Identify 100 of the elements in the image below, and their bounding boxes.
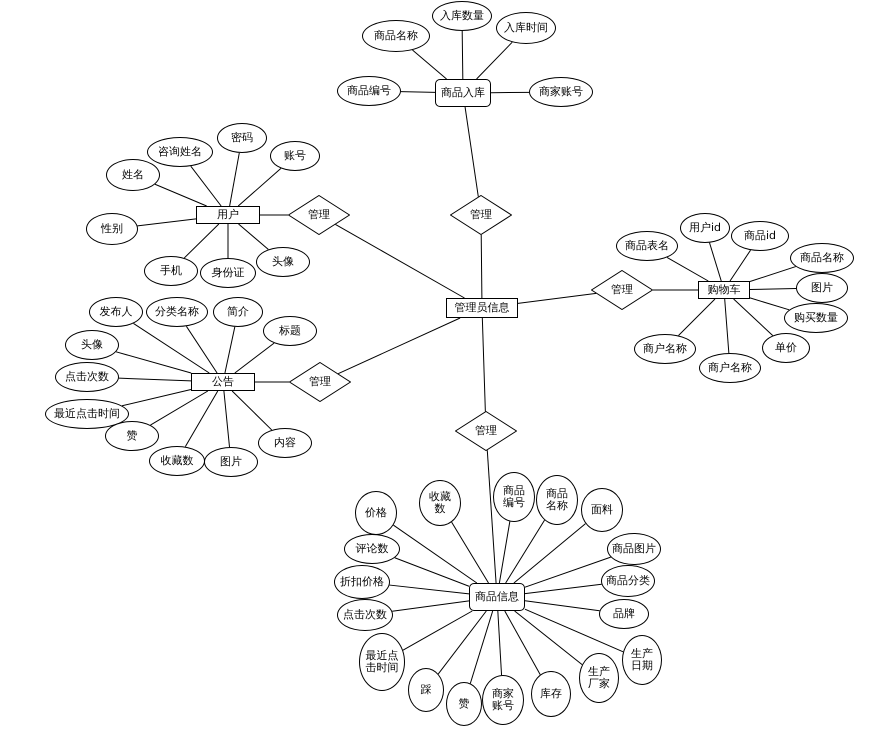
attribute-ellipse: 标题 [263,316,317,346]
attribute-ellipse: 入库时间 [496,12,556,44]
attribute-ellipse: 图片 [204,447,258,477]
connector-line [234,342,275,374]
connector-line [709,242,722,282]
attribute-ellipse: 商户名称 [699,353,761,383]
connector-line [750,288,797,290]
connector-line [438,610,487,674]
connector-line [389,584,470,594]
attribute-ellipse: 用户id [680,213,730,243]
entity-box: 商品信息 [469,583,525,611]
attribute-ellipse: 发布人 [89,297,143,327]
attribute-ellipse: 点击次数 [337,599,393,631]
connector-line [513,523,586,584]
connector-line [223,390,230,448]
attribute-ellipse: 最近点击时间 [359,633,405,691]
connector-line [462,30,464,80]
attribute-ellipse: 性别 [86,213,138,245]
attribute-ellipse: 商品编号 [493,472,535,522]
attribute-ellipse: 面料 [581,488,623,532]
attribute-ellipse: 库存 [531,671,571,717]
connector-line [229,152,240,206]
connector-line [122,389,192,406]
attribute-ellipse: 点击次数 [55,362,119,392]
attribute-ellipse: 购买数量 [784,303,848,333]
attribute-ellipse: 价格 [355,491,397,535]
entity-box: 购物车 [698,281,750,299]
connector-line [412,50,448,80]
attribute-ellipse: 商品编号 [337,76,401,106]
connector-line [400,91,436,93]
attribute-ellipse: 踩 [408,668,444,712]
attribute-ellipse: 赞 [105,421,159,451]
connector-line [190,166,222,206]
attribute-ellipse: 头像 [65,330,119,360]
connector-line [154,184,208,206]
connector-line [750,266,796,282]
connector-line [132,322,210,374]
attribute-ellipse: 密码 [217,123,267,153]
attribute-ellipse: 入库数量 [432,1,492,31]
attribute-ellipse: 简介 [213,297,263,327]
attribute-ellipse: 折扣价格 [334,565,390,599]
attribute-ellipse: 赞 [446,682,482,726]
attribute-ellipse: 身份证 [200,258,256,288]
connector-line [497,610,502,676]
connector-line [470,610,494,684]
connector-line [524,584,602,594]
connector-line [260,214,288,216]
attribute-ellipse: 商品图片 [607,533,661,565]
attribute-ellipse: 商家账号 [482,675,524,725]
attribute-ellipse: 商品名称 [362,20,430,52]
attribute-ellipse: 商户名称 [634,334,696,364]
connector-line [186,326,218,374]
attribute-ellipse: 生产日期 [622,635,662,685]
connector-line [498,521,510,584]
connector-line [118,378,192,382]
attribute-ellipse: 商品名称 [536,475,578,525]
attribute-ellipse: 账号 [270,141,320,171]
attribute-ellipse: 最近点击时间 [45,399,129,429]
connector-line [505,520,546,584]
connector-line [730,250,752,282]
entity-box: 管理员信息 [446,298,518,318]
attribute-ellipse: 收藏数 [149,446,205,476]
connector-line [518,292,597,304]
attribute-ellipse: 图片 [796,273,848,303]
connector-line [150,390,208,426]
attribute-ellipse: 评论数 [344,534,400,564]
attribute-ellipse: 商品id [731,221,789,251]
attribute-ellipse: 内容 [258,428,312,458]
attribute-ellipse: 商品名称 [790,243,854,273]
connector-line [392,600,470,612]
connector-line [524,608,624,652]
attribute-ellipse: 商家账号 [529,77,593,107]
connector-line [393,524,478,584]
attribute-ellipse: 商品分类 [601,565,655,597]
connector-line [476,42,513,80]
attribute-ellipse: 商品表名 [616,231,678,261]
connector-line [482,318,486,412]
attribute-ellipse: 头像 [256,247,310,277]
connector-line [238,168,282,206]
connector-line [334,224,465,298]
attribute-ellipse: 品牌 [599,599,649,629]
attribute-ellipse: 分类名称 [146,297,208,327]
relationship-diamond: 管理 [455,411,517,451]
attribute-ellipse: 姓名 [106,159,160,191]
connector-line [504,610,541,676]
connector-line [524,600,600,612]
attribute-ellipse: 单价 [762,333,810,363]
connector-line [486,450,497,584]
attribute-ellipse: 咨询姓名 [147,137,213,167]
connector-line [184,224,220,258]
connector-line [750,297,790,310]
entity-box: 用户 [196,206,260,224]
connector-line [724,298,730,354]
connector-line [402,610,473,651]
relationship-diamond: 管理 [289,362,351,402]
attribute-ellipse: 生产厂家 [579,653,619,703]
connector-line [184,390,218,448]
relationship-diamond: 管理 [591,270,653,310]
connector-line [451,522,489,584]
entity-box: 商品入库 [435,79,491,107]
